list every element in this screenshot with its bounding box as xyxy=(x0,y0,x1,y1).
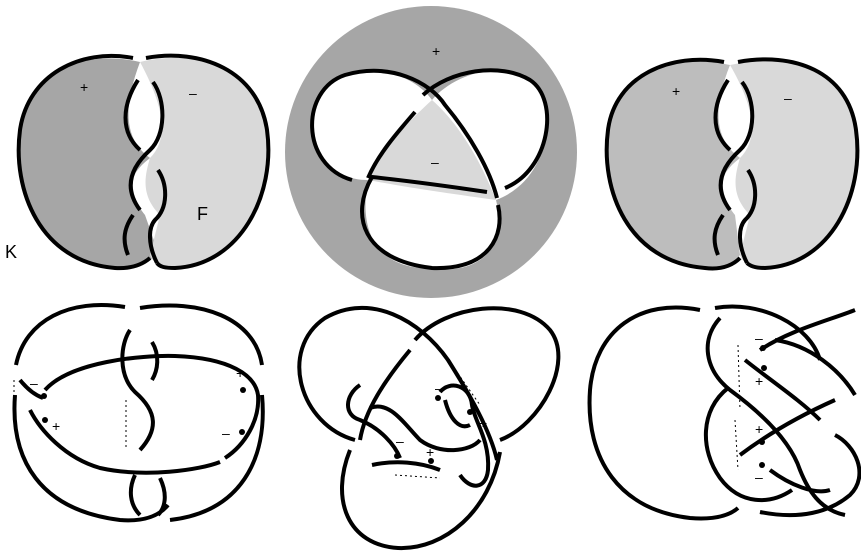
plus-sign: + xyxy=(672,83,680,99)
sign-label: – xyxy=(30,375,38,391)
top-middle-panel: + – xyxy=(285,6,577,298)
sign-label: + xyxy=(479,415,487,431)
crossing-dot xyxy=(240,387,246,393)
minus-sign: – xyxy=(784,90,792,106)
top-left-panel: + – F K xyxy=(5,56,268,269)
crossing-dot xyxy=(759,462,765,468)
plus-sign: + xyxy=(432,43,440,59)
crossing-dot xyxy=(394,453,400,459)
sign-label: + xyxy=(755,421,763,437)
bottom-middle-panel: – + – + xyxy=(299,308,558,548)
crossing-dot xyxy=(42,417,48,423)
sign-label: – xyxy=(755,469,763,485)
sign-label: + xyxy=(52,418,60,434)
sign-label: – xyxy=(435,380,443,396)
sign-label: + xyxy=(426,444,434,460)
minus-sign: – xyxy=(189,85,197,101)
sign-label: + xyxy=(236,365,244,381)
minus-sign: – xyxy=(431,154,439,170)
crossing-dot xyxy=(239,429,245,435)
sign-label: – xyxy=(222,425,230,441)
bottom-right-panel: – + + – xyxy=(590,307,860,519)
sign-label: + xyxy=(755,373,763,389)
sign-label: – xyxy=(755,330,763,346)
top-right-panel: + – xyxy=(607,59,858,268)
plus-sign: + xyxy=(80,79,88,95)
crossing-dot xyxy=(41,393,47,399)
crossing-dot xyxy=(761,365,767,371)
crossing-dot xyxy=(759,439,765,445)
surface-label-F: F xyxy=(197,204,208,224)
sign-label: – xyxy=(396,433,404,449)
crossing-dot xyxy=(467,409,473,415)
bottom-left-panel: – + + – xyxy=(14,305,263,520)
knot-label-K: K xyxy=(5,242,17,262)
